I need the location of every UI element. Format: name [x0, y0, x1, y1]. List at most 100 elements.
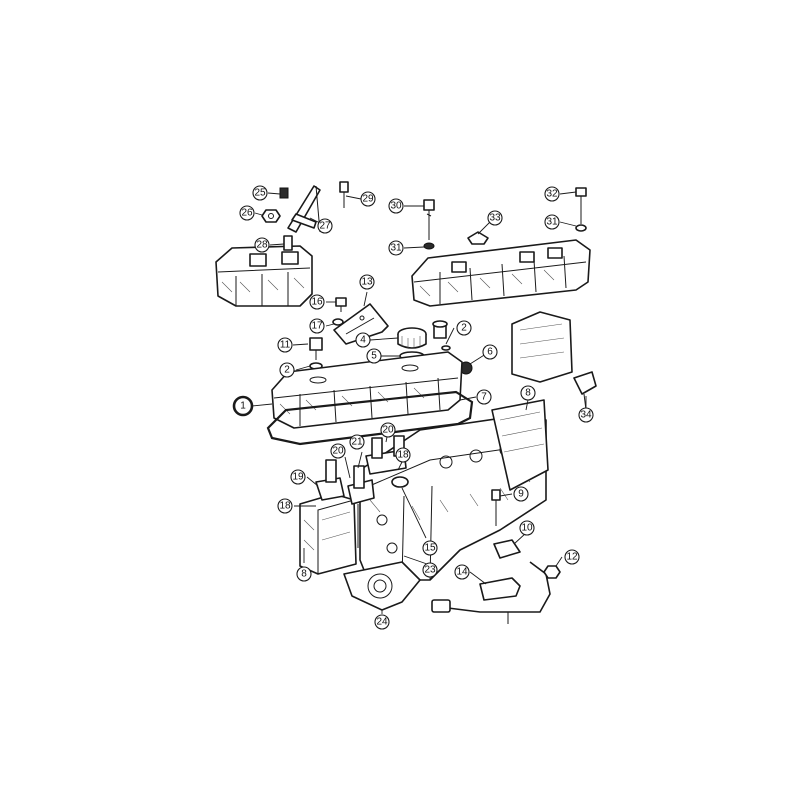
injector-clamp-19: [315, 459, 345, 501]
callout-34[interactable]: 34: [578, 407, 594, 423]
oring-2b: [441, 345, 451, 351]
bracket-13: [333, 303, 389, 345]
callout-12[interactable]: 12: [564, 549, 580, 565]
svg-text:26: 26: [241, 208, 253, 219]
callout-13[interactable]: 13: [359, 274, 375, 290]
svg-text:18: 18: [397, 450, 409, 461]
head-plate-8-right: [491, 399, 549, 491]
callout-10[interactable]: 10: [519, 520, 535, 536]
callout-31a[interactable]: 31: [388, 240, 404, 256]
callout-32[interactable]: 32: [544, 186, 560, 202]
svg-text:5: 5: [371, 351, 377, 362]
callout-9[interactable]: 9: [513, 486, 529, 502]
filler-cap-4: [397, 327, 427, 349]
callout-5[interactable]: 5: [366, 348, 382, 364]
small-rocker-cover: [215, 245, 313, 307]
callout-4[interactable]: 4: [355, 332, 371, 348]
callout-16[interactable]: 16: [309, 294, 325, 310]
svg-text:20: 20: [382, 425, 394, 436]
svg-text:13: 13: [361, 277, 373, 288]
nut-12: [543, 565, 561, 579]
bolt-32: [575, 187, 587, 224]
svg-text:23: 23: [424, 565, 436, 576]
svg-text:24: 24: [376, 617, 388, 628]
nozzle-15: [391, 476, 409, 488]
svg-text:32: 32: [546, 189, 558, 200]
bracket-14: [479, 577, 521, 601]
svg-text:19: 19: [292, 472, 304, 483]
svg-text:6: 6: [487, 347, 493, 358]
svg-text:15: 15: [424, 543, 436, 554]
callout-29[interactable]: 29: [360, 191, 376, 207]
svg-text:2: 2: [461, 323, 467, 334]
rear-detail-34: [511, 311, 597, 411]
svg-text:1: 1: [240, 401, 246, 412]
svg-text:4: 4: [360, 335, 366, 346]
bolt-29: [339, 181, 349, 208]
injector-clamp-20: [365, 435, 407, 475]
svg-text:2: 2: [284, 365, 290, 376]
callout-8a[interactable]: 8: [520, 385, 536, 401]
svg-text:8: 8: [301, 569, 307, 580]
callout-24[interactable]: 24: [374, 614, 390, 630]
svg-text:16: 16: [311, 297, 323, 308]
svg-text:14: 14: [456, 567, 468, 578]
callout-27[interactable]: 27: [317, 218, 333, 234]
callout-2a[interactable]: 2: [279, 362, 295, 378]
svg-text:31: 31: [546, 217, 558, 228]
washer-31b: [575, 224, 587, 232]
callout-25[interactable]: 25: [252, 185, 268, 201]
svg-text:17: 17: [311, 321, 323, 332]
washer-31a: [423, 242, 435, 250]
plug-11: [309, 337, 323, 360]
callout-8b[interactable]: 8: [296, 566, 312, 582]
callout-21[interactable]: 21: [349, 434, 365, 450]
svg-text:18: 18: [279, 501, 291, 512]
injector-clamp-21: [347, 465, 375, 548]
svg-text:29: 29: [362, 194, 374, 205]
svg-text:20: 20: [332, 446, 344, 457]
lifting-eye-bracket: [283, 185, 321, 251]
svg-text:30: 30: [390, 201, 402, 212]
washer-17: [332, 318, 344, 326]
callout-7[interactable]: 7: [476, 389, 492, 405]
svg-text:7: 7: [481, 392, 487, 403]
callout-20a[interactable]: 20: [330, 443, 346, 459]
cover-gasket-7: [266, 390, 474, 446]
rocker-cover-1: [271, 351, 463, 429]
head-gasket-24: [343, 561, 421, 611]
callout-18b[interactable]: 18: [395, 447, 411, 463]
callout-1[interactable]: 1: [232, 395, 254, 417]
svg-text:21: 21: [351, 437, 363, 448]
svg-text:28: 28: [256, 240, 268, 251]
callout-15[interactable]: 15: [422, 540, 438, 556]
svg-text:25: 25: [254, 188, 266, 199]
callout-6[interactable]: 6: [482, 344, 498, 360]
svg-text:9: 9: [518, 489, 524, 500]
callout-28[interactable]: 28: [254, 237, 270, 253]
bolt-16: [335, 297, 347, 312]
callout-26[interactable]: 26: [239, 205, 255, 221]
svg-text:10: 10: [521, 523, 533, 534]
svg-text:12: 12: [566, 552, 578, 563]
stud-25: [279, 187, 289, 199]
breather-3: [432, 320, 448, 339]
callout-2b[interactable]: 2: [456, 320, 472, 336]
cap-33: [467, 231, 489, 245]
large-rocker-cover: [411, 239, 591, 307]
bolt-30: [423, 199, 435, 240]
callout-31b[interactable]: 31: [544, 214, 560, 230]
callout-17[interactable]: 17: [309, 318, 325, 334]
nut-26: [261, 209, 281, 223]
callout-20b[interactable]: 20: [380, 422, 396, 438]
svg-text:8: 8: [525, 388, 531, 399]
svg-text:33: 33: [489, 213, 501, 224]
callout-11[interactable]: 11: [277, 337, 293, 353]
callout-23[interactable]: 23: [422, 562, 438, 578]
callout-30[interactable]: 30: [388, 198, 404, 214]
callout-19[interactable]: 19: [290, 469, 306, 485]
callout-14[interactable]: 14: [454, 564, 470, 580]
callout-33[interactable]: 33: [487, 210, 503, 226]
callout-18a[interactable]: 18: [277, 498, 293, 514]
